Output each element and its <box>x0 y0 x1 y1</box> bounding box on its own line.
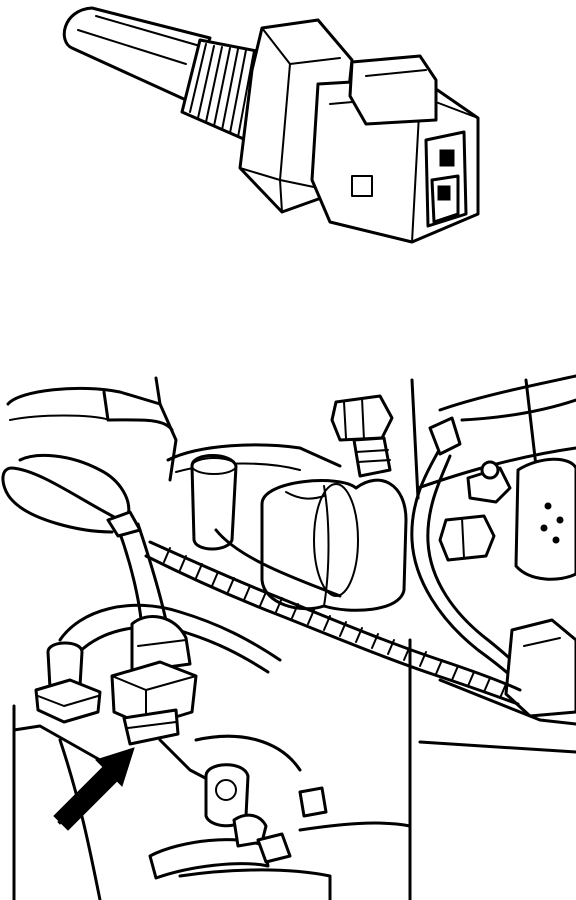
sensor-detail-drawing <box>62 6 480 244</box>
engine-view-drawing <box>1 374 576 900</box>
sensor-wire <box>116 526 144 632</box>
bolt-left <box>46 641 84 690</box>
connector-latch <box>348 54 438 126</box>
filter-body <box>260 478 408 612</box>
cable-right <box>410 450 530 696</box>
connector-tab <box>351 175 373 197</box>
fitting-right <box>438 514 496 562</box>
fitting-lower <box>204 763 250 828</box>
cable-loop-left <box>1 466 122 534</box>
connector-right <box>504 618 576 718</box>
sensor-boot <box>130 615 192 674</box>
cylinder-left <box>190 454 238 551</box>
round-housing <box>514 457 576 581</box>
sensor-probe <box>62 6 212 102</box>
thread-ridges <box>189 43 255 138</box>
spiral-wrap <box>163 547 507 699</box>
